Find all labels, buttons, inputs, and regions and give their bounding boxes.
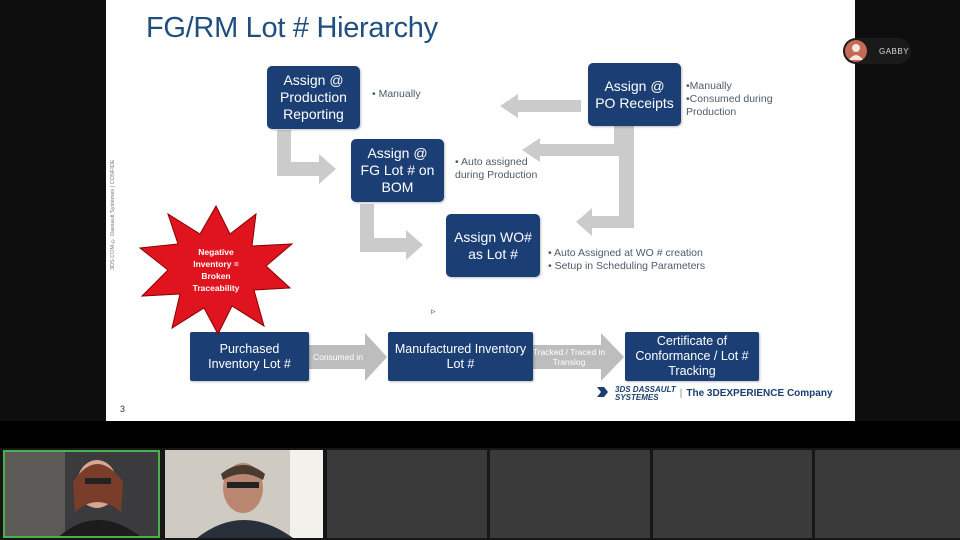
presentation-slide: FG/RM Lot # Hierarchy 3DS.COM © Dassault… [106,0,855,421]
arrow-po-to-wo [576,124,634,236]
video-tile-1[interactable] [3,450,160,538]
box-assign-wo: Assign WO# as Lot # [446,214,540,277]
logo-separator: | [679,388,683,399]
note-po-receipts: •Manually •Consumed during Production [686,80,773,118]
logo-tagline: The 3DEXPERIENCE Company [686,388,833,399]
participant-avatar [845,40,867,62]
starburst-shape [138,204,294,336]
arrow-po-to-fglot [522,124,623,162]
video-tile-3[interactable] [327,450,487,538]
arrow-label-tracked: Tracked / Traced in Translog [532,347,606,367]
note-fg-lot: • Auto assigned during Production [455,156,538,181]
participant-video-1 [5,452,158,536]
arrow-label-consumed-in: Consumed in [312,352,364,362]
arrow-fglot-to-wo [360,204,423,260]
note-wo: • Auto Assigned at WO # creation • Setup… [548,247,706,272]
slide-title: FG/RM Lot # Hierarchy [146,12,438,44]
box-manufactured-inventory: Manufactured Inventory Lot # [388,332,533,381]
participant-video-2 [165,450,323,538]
arrow-manufactured-to-certificate [533,333,624,381]
arrow-production-to-fglot [277,130,336,184]
arrow-po-to-production [500,94,581,118]
flow-arrows [277,94,634,381]
dassault-logo: 3DS DASSAULT SYSTEMES | The 3DEXPERIENCE… [595,384,833,403]
box-purchased-inventory: Purchased Inventory Lot # [190,332,309,381]
video-tile-2[interactable] [165,450,323,538]
screen-share-area: FG/RM Lot # Hierarchy 3DS.COM © Dassault… [0,0,960,421]
mouse-cursor-icon: ▹ [431,306,436,316]
box-assign-po-receipts: Assign @ PO Receipts [588,63,681,126]
participant-badge[interactable]: GABBY [843,38,911,64]
video-tile-5[interactable] [653,450,812,538]
video-tile-4[interactable] [490,450,650,538]
note-production: • Manually [372,88,421,100]
box-assign-fg-lot: Assign @ FG Lot # on BOM [351,139,444,202]
3ds-logo-icon [595,384,611,403]
starburst-text: Negative Inventory = Broken Traceability [192,247,240,293]
logo-brand: 3DS DASSAULT SYSTEMES [615,384,676,402]
video-gallery [0,448,960,540]
video-tile-6[interactable] [815,450,960,538]
box-assign-production-reporting: Assign @ Production Reporting [267,66,360,129]
box-certificate-of-conformance: Certificate of Conformance / Lot # Track… [625,332,759,381]
slide-number: 3 [120,404,126,414]
toolbar-strip [0,421,960,448]
arrow-purchased-to-manufactured [309,333,387,381]
participant-name: GABBY [879,46,910,56]
